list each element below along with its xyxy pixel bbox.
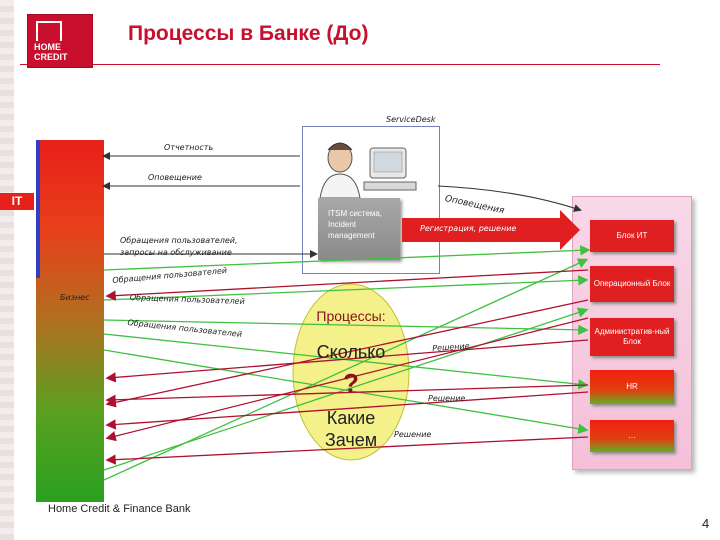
decision-label-2: Решение bbox=[428, 394, 466, 403]
itsm-line3: management bbox=[328, 231, 375, 240]
requests-label-line1: Обращения пользователей, bbox=[120, 236, 238, 245]
decision-label-3: Решение bbox=[394, 430, 432, 439]
logo-text-home: HOME bbox=[34, 42, 61, 52]
circle-why: Зачем bbox=[324, 430, 378, 450]
circle-how-many: Сколько bbox=[316, 342, 386, 362]
itsm-line1: ITSM система, bbox=[328, 209, 382, 218]
circle-processes: Процессы: bbox=[316, 308, 386, 324]
it-block-box: Блок ИТ bbox=[590, 220, 674, 252]
operator-icon bbox=[319, 142, 417, 198]
requests-label-line2: запросы на обслуживание bbox=[120, 248, 232, 257]
business-label: Бизнес bbox=[60, 293, 90, 302]
hr-box: HR bbox=[590, 370, 674, 404]
page-number: 4 bbox=[702, 516, 710, 531]
admin-block-box: Административ-ный Блок bbox=[590, 318, 674, 356]
service-desk-label: ServiceDesk bbox=[386, 115, 436, 124]
red-arrows bbox=[105, 269, 589, 465]
left-blue-edge bbox=[36, 140, 40, 278]
itsm-system-box: ITSM система, Incident management bbox=[318, 198, 400, 260]
it-box: IT bbox=[0, 193, 34, 210]
reporting-label: Отчетность bbox=[164, 143, 214, 152]
house-icon bbox=[36, 21, 62, 41]
logo-text-credit: CREDIT bbox=[34, 52, 68, 62]
itsm-line2: Incident bbox=[328, 220, 357, 229]
registration-arrow bbox=[402, 210, 580, 250]
home-credit-logo: HOME CREDIT bbox=[27, 14, 93, 68]
notification-left-label: Оповещение bbox=[148, 173, 202, 182]
registration-label: Регистрация, решение bbox=[420, 224, 517, 233]
side-stripe bbox=[0, 0, 14, 540]
circle-question: ? bbox=[343, 368, 359, 398]
processes-circle bbox=[292, 283, 410, 461]
green-arrows bbox=[103, 245, 591, 481]
left-gradient-bar bbox=[36, 140, 104, 502]
other-box: … bbox=[590, 420, 674, 452]
footer-company: Home Credit & Finance Bank bbox=[48, 503, 191, 515]
notification-arrow-right bbox=[437, 185, 582, 212]
slide-title: Процессы в Банке (До) bbox=[128, 22, 369, 45]
title-divider bbox=[20, 64, 660, 65]
circle-which: Какие bbox=[326, 408, 376, 428]
operations-block-box: Операционный Блок bbox=[590, 266, 674, 302]
